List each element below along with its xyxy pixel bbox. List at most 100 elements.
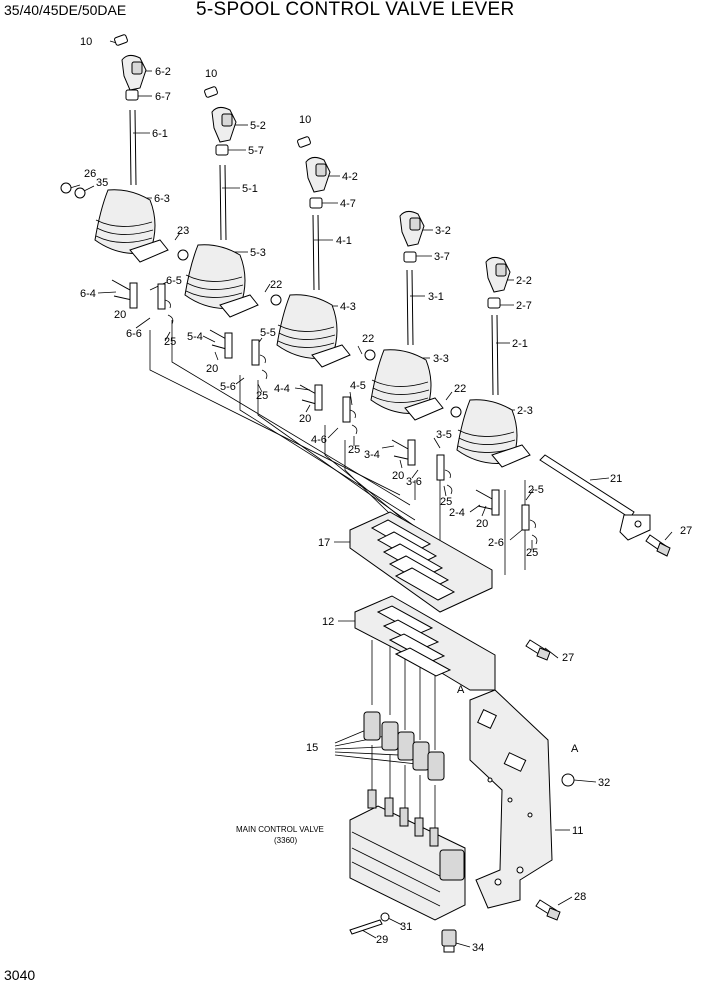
label-11: 11 <box>572 825 583 837</box>
main-control-valve <box>349 789 466 921</box>
label-10: 10 <box>205 68 217 80</box>
label-3-5: 3-5 <box>436 429 452 441</box>
label-34: 34 <box>472 942 484 954</box>
label-22: 22 <box>270 279 282 291</box>
label-17: 17 <box>318 537 330 549</box>
collar-6-7 <box>125 89 139 101</box>
label-6-1: 6-1 <box>152 128 168 140</box>
label-4-1: 4-1 <box>336 235 352 247</box>
fitting-34 <box>441 929 457 953</box>
label-20: 20 <box>114 309 126 321</box>
boot-6-3 <box>94 189 156 254</box>
label-2-2: 2-2 <box>516 275 532 287</box>
label-22: 22 <box>362 333 374 345</box>
bolt-6-4 <box>111 279 131 291</box>
washer-31 <box>380 912 390 922</box>
label-28: 28 <box>574 891 586 903</box>
label-2-3: 2-3 <box>517 405 533 417</box>
label-a: A <box>571 743 579 755</box>
bolt-28 <box>535 899 561 921</box>
label-4-4: 4-4 <box>274 383 290 395</box>
lever-assembly-6 <box>60 34 189 325</box>
label-5-5: 5-5 <box>260 327 276 339</box>
label-4-7: 4-7 <box>340 198 356 210</box>
callout-labels: 10 6-2 6-7 6-1 26 35 6-3 23 6-4 6-5 20 6… <box>80 36 692 954</box>
label-25: 25 <box>164 336 176 348</box>
label-21: 21 <box>610 473 622 485</box>
model-code: 35/40/45DE/50DAE <box>4 2 127 18</box>
label-25: 25 <box>256 390 268 402</box>
clip-10-c <box>297 136 311 148</box>
spool-boots-15 <box>363 711 445 781</box>
label-20: 20 <box>299 413 311 425</box>
label-3-6: 3-6 <box>406 476 422 488</box>
link-6-5 <box>129 282 138 309</box>
label-29: 29 <box>376 934 388 946</box>
clip-10-a <box>114 34 128 46</box>
label-2-5: 2-5 <box>528 484 544 496</box>
label-25: 25 <box>526 547 538 559</box>
leader-lines <box>69 40 673 948</box>
label-2-7: 2-7 <box>516 300 532 312</box>
label-26: 26 <box>84 168 96 180</box>
label-5-2: 5-2 <box>250 120 266 132</box>
label-6-2: 6-2 <box>155 66 171 78</box>
label-6-6: 6-6 <box>126 328 142 340</box>
label-a: A <box>457 684 465 696</box>
label-3-7: 3-7 <box>434 251 450 263</box>
lever-assembly-3 <box>370 210 462 495</box>
label-35: 35 <box>96 177 108 189</box>
label-4-2: 4-2 <box>342 171 358 183</box>
label-4-5: 4-5 <box>350 380 366 392</box>
label-10: 10 <box>80 36 92 48</box>
clip-10-b <box>204 86 218 98</box>
lever-assembly-2 <box>456 256 538 545</box>
shaft-21 <box>539 454 651 541</box>
label-6-4: 6-4 <box>80 288 96 300</box>
label-23: 23 <box>177 225 189 237</box>
bracket-plate-12 <box>354 595 496 691</box>
label-5-6: 5-6 <box>220 381 236 393</box>
label-4-3: 4-3 <box>340 301 356 313</box>
label-22: 22 <box>454 383 466 395</box>
guide-plate-17 <box>349 511 493 613</box>
label-5-4: 5-4 <box>187 331 203 343</box>
label-32: 32 <box>598 777 610 789</box>
label-6-7: 6-7 <box>155 91 171 103</box>
label-4-6: 4-6 <box>311 434 327 446</box>
main-control-valve-code: (3360) <box>274 836 297 845</box>
lever-assembly-4 <box>276 136 376 435</box>
main-control-valve-label: MAIN CONTROL VALVE <box>236 825 324 834</box>
label-25: 25 <box>348 444 360 456</box>
diagram-title: 5-SPOOL CONTROL VALVE LEVER <box>196 0 515 20</box>
label-6-5: 6-5 <box>166 275 182 287</box>
knob-6 <box>121 54 147 91</box>
label-3-3: 3-3 <box>433 353 449 365</box>
label-5-1: 5-1 <box>242 183 258 195</box>
bolt-27-a <box>645 534 671 557</box>
label-27: 27 <box>680 525 692 537</box>
lever-rod-6-1 <box>129 109 137 186</box>
bolt-27-b <box>525 639 551 661</box>
bracket-6 <box>129 239 169 263</box>
label-20: 20 <box>476 518 488 530</box>
bolt-29 <box>349 919 383 935</box>
mounting-bracket-11 <box>469 689 553 909</box>
lever-assembly-5 <box>184 86 282 380</box>
label-6-3: 6-3 <box>154 193 170 205</box>
page-number: 3040 <box>4 967 36 983</box>
nut-26 <box>60 182 72 194</box>
label-15: 15 <box>306 742 318 754</box>
label-12: 12 <box>322 616 334 628</box>
label-10: 10 <box>299 114 311 126</box>
label-3-2: 3-2 <box>435 225 451 237</box>
label-2-1: 2-1 <box>512 338 528 350</box>
washer-35 <box>74 187 86 199</box>
label-5-3: 5-3 <box>250 247 266 259</box>
bushing-23 <box>177 249 189 261</box>
label-20: 20 <box>392 470 404 482</box>
label-25: 25 <box>440 496 452 508</box>
label-2-4: 2-4 <box>449 507 465 519</box>
label-3-4: 3-4 <box>364 449 380 461</box>
